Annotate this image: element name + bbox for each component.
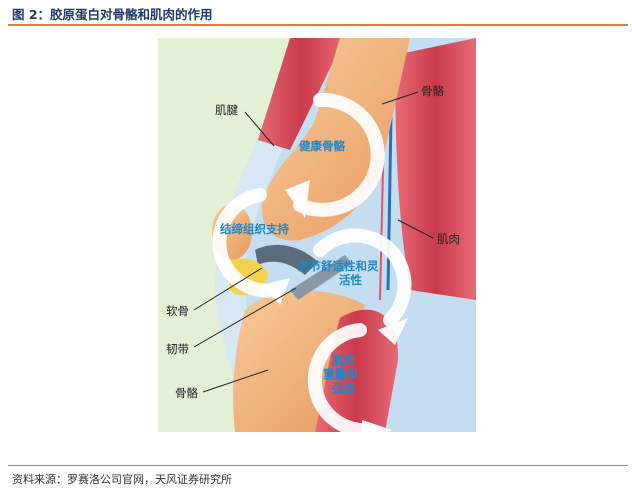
arrow-ring-joint	[313, 228, 412, 327]
arrowhead-3	[378, 318, 408, 345]
label-connective-tissue: 结缔组织支持	[219, 222, 289, 236]
label-muscle-line2: 重量和	[323, 367, 358, 381]
arrowhead-4	[362, 420, 392, 445]
cartilage-layer	[255, 244, 318, 275]
bottom-divider	[8, 465, 628, 466]
figure-title: 图 2：胶原蛋白对骨骼和肌肉的作用	[12, 7, 213, 22]
label-bone-top: 骨骼	[421, 84, 444, 98]
arrow-ring-healthy-bone	[293, 92, 385, 217]
ligament-band	[290, 255, 352, 300]
right-muscle	[395, 38, 476, 300]
source-note: 资料来源：罗赛洛公司官网，天风证券研究所	[12, 473, 232, 486]
label-muscle-line3: 强度	[332, 381, 355, 395]
label-muscle-line1: 肌肉	[332, 353, 355, 367]
label-joint-line1: 关节舒适性和灵	[298, 259, 379, 273]
label-ligament: 韧带	[166, 342, 189, 356]
label-muscle-right: 肌肉	[437, 232, 460, 246]
label-healthy-bone: 健康骨骼	[299, 139, 345, 153]
upper-muscle	[258, 38, 345, 150]
top-divider	[8, 24, 628, 26]
arrow-ring-connective	[212, 188, 282, 298]
label-cartilage: 软骨	[166, 304, 189, 318]
arrow-ring-muscle	[307, 323, 377, 438]
arrowhead-2	[262, 278, 290, 305]
arrowhead-1	[285, 180, 310, 218]
label-tendon: 肌腱	[215, 103, 238, 117]
label-bone-bottom: 骨骼	[175, 386, 198, 400]
label-joint-line2: 活性	[339, 273, 362, 287]
